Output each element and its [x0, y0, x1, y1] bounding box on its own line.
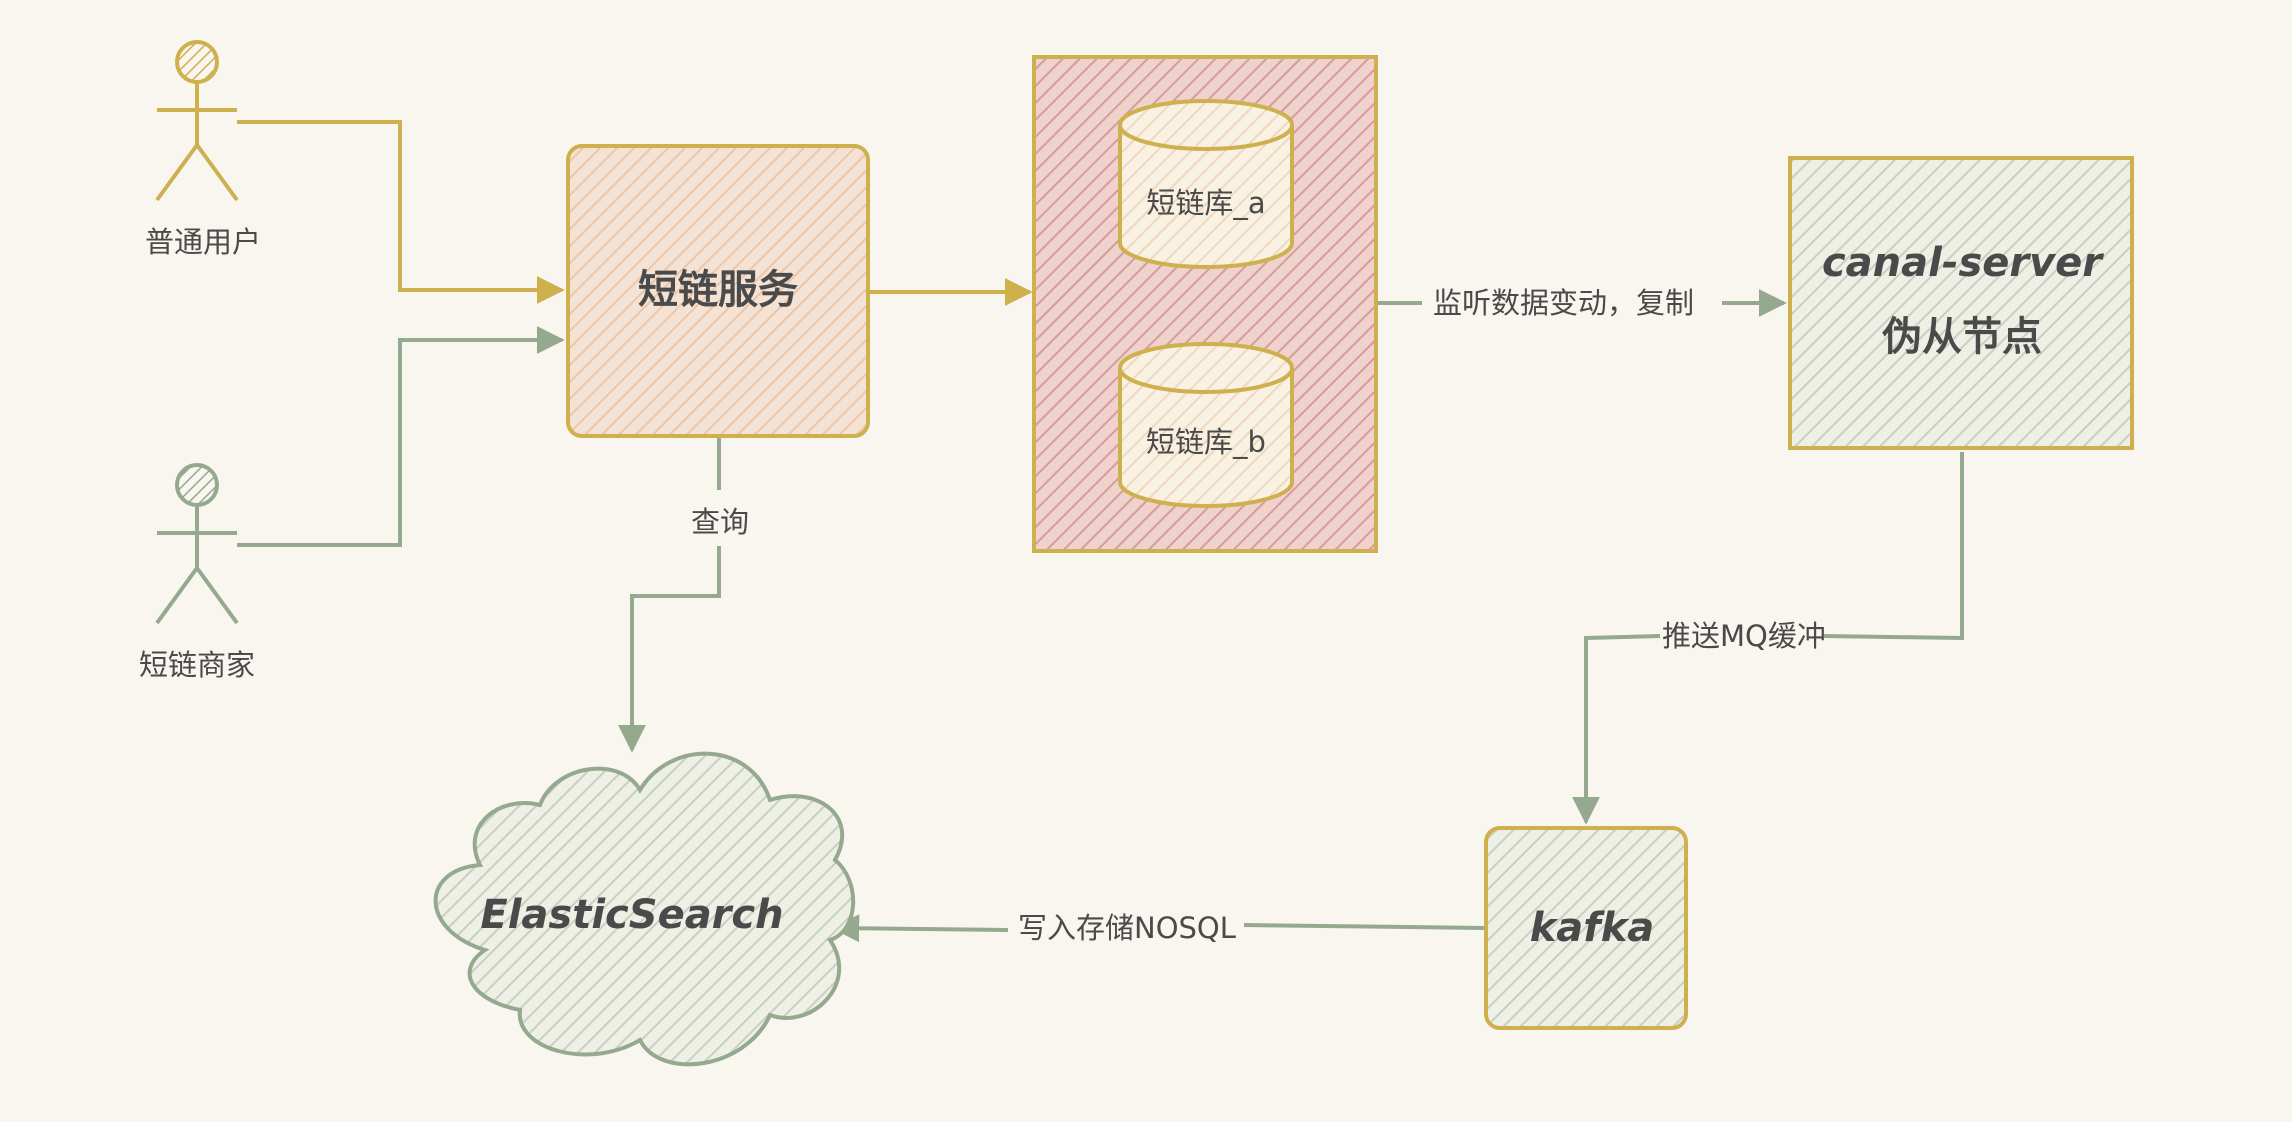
write-nosql-edge-label: 写入存储NOSQL — [1018, 911, 1236, 945]
database-container: 短链库_a 短链库_b — [1032, 55, 1378, 553]
listen-edge-label: 监听数据变动，复制 — [1433, 286, 1694, 320]
edge-user-to-service — [237, 120, 565, 304]
canal-server-title: canal-server — [1822, 240, 2104, 286]
edge-merchant-to-service — [237, 326, 565, 547]
actor-merchant-label: 短链商家 — [139, 648, 255, 682]
kafka-box: kafka — [1484, 826, 1688, 1030]
canal-server-box: canal-server 伪从节点 — [1788, 156, 2134, 450]
actor-merchant-head-icon — [175, 463, 219, 507]
elasticsearch-label: ElasticSearch — [480, 892, 783, 938]
actor-user: 普通用户 — [145, 40, 261, 259]
edge-kafka-to-es — [834, 925, 1485, 930]
actor-merchant: 短链商家 — [139, 463, 255, 682]
db-b-label: 短链库_b — [1146, 425, 1266, 459]
db-a-label: 短链库_a — [1146, 186, 1265, 220]
edge-canal-to-kafka — [1586, 452, 1964, 822]
short-link-service-label: 短链服务 — [638, 267, 798, 313]
db-b-cylinder-icon: 短链库_b — [1118, 342, 1294, 508]
canal-server-subtitle: 伪从节点 — [1882, 314, 2042, 360]
db-a-cylinder-icon: 短链库_a — [1118, 99, 1294, 269]
edge-service-to-es — [632, 437, 721, 750]
actor-user-head-icon — [175, 40, 219, 84]
kafka-label: kafka — [1530, 905, 1655, 951]
actor-user-label: 普通用户 — [145, 225, 261, 259]
push-mq-edge-label: 推送MQ缓冲 — [1662, 619, 1826, 653]
short-link-service-box: 短链服务 — [566, 144, 870, 438]
query-edge-label: 查询 — [691, 505, 749, 539]
elasticsearch-cloud-icon: ElasticSearch — [433, 751, 856, 1067]
